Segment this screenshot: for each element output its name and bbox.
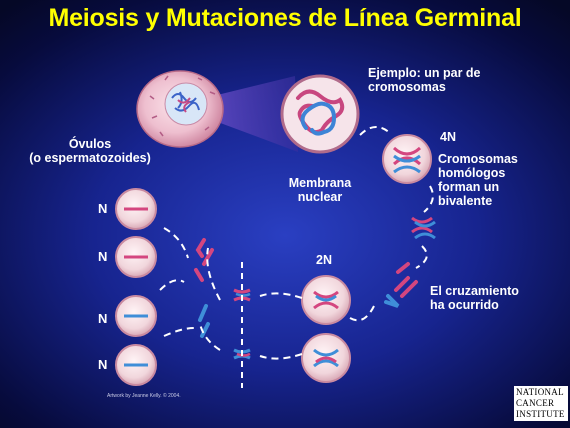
page-title: Meiosis y Mutaciones de Línea Germinal <box>48 4 522 32</box>
artwork-credit: Artwork by Jeanne Kelly. © 2004. <box>107 393 181 399</box>
crossover-chromosomes <box>384 262 418 308</box>
two-n-label: 2N <box>316 253 332 267</box>
cell-2n-top <box>301 275 351 325</box>
flow-lines <box>159 126 434 360</box>
membrane-label-line-1: Membrana <box>288 176 352 190</box>
crossover-label: El cruzamiento ha ocurrido <box>430 284 519 312</box>
n-label-2: N <box>98 249 108 264</box>
logo-line-2: CANCER <box>516 398 555 408</box>
membrane-label: Membrana nuclear <box>282 176 358 204</box>
homologous-label-line-3: forman un <box>438 180 500 194</box>
n-label-4: N <box>98 357 108 372</box>
ovules-label-line-2: (o espermatozoides) <box>29 151 151 165</box>
ovules-label: Óvulos (o espermatozoides) <box>20 137 160 165</box>
example-label-line-1: Ejemplo: un par de <box>368 66 481 80</box>
n-label-1: N <box>98 201 108 216</box>
example-label-line-2: cromosomas <box>368 80 446 94</box>
crossover-label-line-1: El cruzamiento <box>430 284 519 298</box>
homologous-label-line-2: homólogos <box>438 166 506 180</box>
zoom-wedge <box>205 76 298 152</box>
n-cell-4 <box>115 344 157 386</box>
n-cell-3 <box>115 295 157 337</box>
n-cell-2 <box>115 236 157 278</box>
n-cell-1 <box>115 188 157 230</box>
example-label: Ejemplo: un par de cromosomas <box>368 66 481 94</box>
ovules-label-line-1: Óvulos <box>68 137 112 151</box>
logo-line-1: NATIONAL <box>516 387 564 397</box>
membrane-label-line-2: nuclear <box>297 190 343 204</box>
crossover-label-line-2: ha ocurrido <box>430 298 499 312</box>
homologous-label-line-4: bivalente <box>438 194 493 208</box>
logo-line-3: INSTITUTE <box>516 409 565 419</box>
homologous-label-line-1: Cromosomas <box>438 152 518 166</box>
dividing-chromatids <box>194 238 251 388</box>
cell-4n <box>382 134 432 184</box>
homologous-label: Cromosomas homólogos forman un bivalente <box>438 152 518 208</box>
bivalent <box>411 216 436 240</box>
n-label-3: N <box>98 311 108 326</box>
four-n-label: 4N <box>440 130 456 144</box>
big-cell <box>136 70 224 148</box>
cell-2n-bottom <box>301 333 351 383</box>
nci-logo: NATIONAL CANCER INSTITUTE <box>514 386 568 421</box>
example-nucleus <box>280 74 360 154</box>
